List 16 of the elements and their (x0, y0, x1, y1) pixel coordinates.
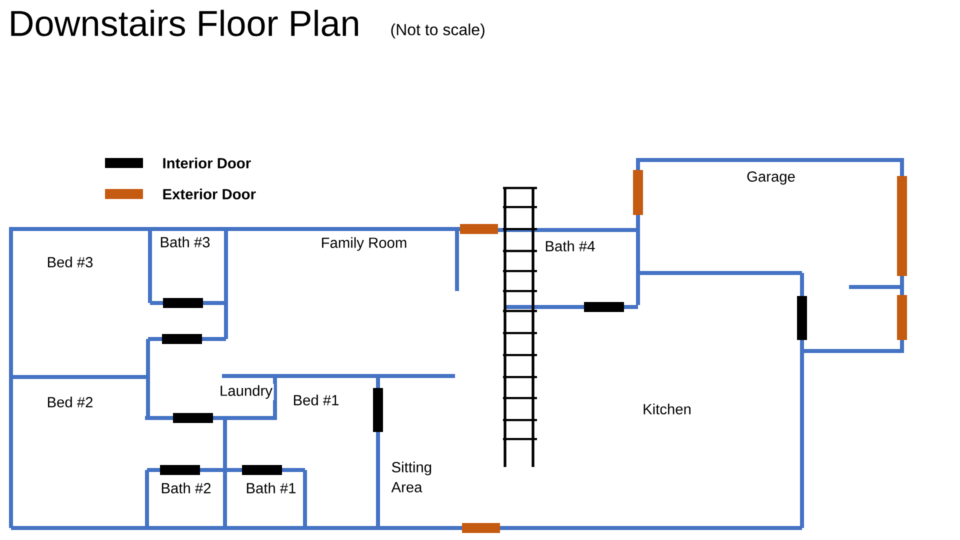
room-label: Laundry (218, 384, 274, 400)
room-label: Sitting Area (391, 462, 432, 492)
legend-label: Exterior Door (163, 188, 256, 200)
room-label: Bath #2 (162, 482, 211, 494)
room-label: Family Room (322, 237, 406, 251)
room-label: Bath #3 (160, 236, 210, 248)
room-label: Kitchen (644, 404, 690, 414)
room-label: Garage (747, 171, 795, 185)
room-label: Bed #1 (294, 394, 339, 406)
room-label: Bed #2 (48, 396, 92, 408)
room-label: Bath #4 (546, 240, 595, 252)
legend-label: Interior Door (163, 158, 251, 168)
scale-note: (Not to scale) (391, 24, 484, 38)
room-label: Bed #3 (48, 256, 93, 268)
room-label: Bath #1 (246, 482, 296, 494)
title: Downstairs Floor Plan (11, 10, 358, 36)
